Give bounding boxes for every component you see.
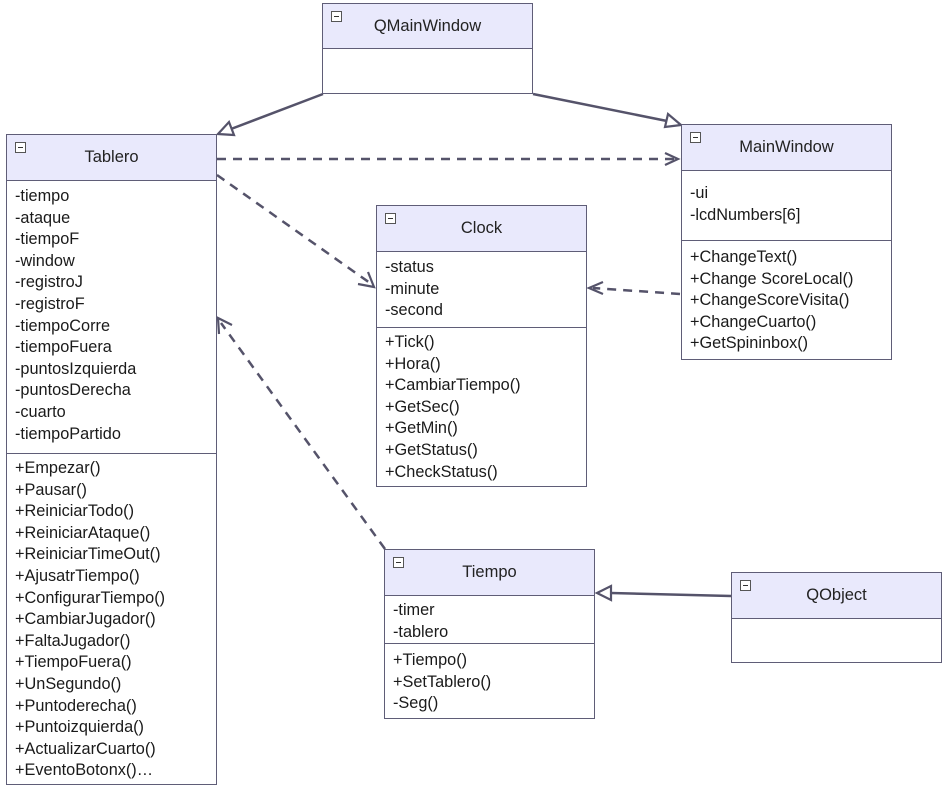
edge-tablero-qmainwindow: [215, 92, 324, 137]
class-tablero[interactable]: Tablero -tiempo -ataque -tiempoF -window…: [6, 134, 217, 785]
class-name: Clock: [460, 219, 503, 237]
method: +ActualizarCuarto(): [15, 739, 156, 758]
class-qmainwindow[interactable]: QMainWindow: [322, 3, 533, 94]
method: +SetTablero(): [393, 672, 492, 691]
method: +CheckStatus(): [385, 462, 498, 481]
clock-attributes: -status -minute -second: [377, 252, 586, 327]
collapse-toggle-icon[interactable]: [15, 142, 26, 153]
class-name: MainWindow: [739, 138, 834, 156]
class-qobject-header: QObject: [732, 573, 941, 619]
attribute: -ataque: [15, 208, 71, 227]
edge-tablero-clock: [216, 173, 376, 289]
method: +EventoBotonx()…: [15, 761, 154, 780]
attribute: -second: [385, 301, 443, 320]
method: +Hora(): [385, 354, 441, 373]
edge-tiempo-tablero: [216, 316, 387, 550]
attribute: -window: [15, 251, 75, 270]
tiempo-attributes: -timer -tablero: [385, 596, 594, 643]
mainwindow-attributes: -ui -lcdNumbers[6]: [682, 171, 891, 240]
method: +ChangeCuarto(): [690, 312, 817, 331]
attribute: -tiempoF: [15, 230, 80, 249]
class-clock[interactable]: Clock -status -minute -second +Tick() +H…: [376, 205, 587, 487]
method: +CambiarTiempo(): [385, 376, 521, 395]
attribute: -tablero: [393, 622, 449, 641]
class-name: QMainWindow: [373, 16, 482, 35]
collapse-toggle-icon[interactable]: [740, 580, 751, 591]
method: +ReiniciarAtaque(): [15, 523, 151, 542]
attribute: -tiempoFuera: [15, 338, 112, 357]
class-tiempo[interactable]: Tiempo -timer -tablero +Tiempo() +SetTab…: [384, 549, 595, 719]
method: +Tiempo(): [393, 651, 468, 669]
class-tablero-header: Tablero: [7, 135, 216, 181]
attribute: -ui: [690, 184, 709, 202]
method: +GetMin(): [385, 419, 458, 438]
attribute: -minute: [385, 279, 440, 298]
method: +Pausar(): [15, 480, 87, 499]
class-mainwindow-header: MainWindow: [682, 125, 891, 171]
attribute: -registroJ: [15, 273, 83, 292]
class-tiempo-header: Tiempo: [385, 550, 594, 596]
tiempo-methods: +Tiempo() +SetTablero() -Seg(): [385, 643, 594, 717]
attribute: -lcdNumbers[6]: [690, 205, 801, 224]
tablero-attributes: -tiempo -ataque -tiempoF -window -regist…: [7, 181, 216, 453]
edge-tiempo-qobject: [594, 584, 732, 602]
attribute: -timer: [393, 601, 435, 619]
attribute: -tiempo: [15, 187, 70, 205]
edge-mainwindow-clock: [586, 280, 681, 296]
tablero-methods: +Empezar() +Pausar() +ReiniciarTodo() +R…: [7, 453, 216, 784]
collapse-toggle-icon[interactable]: [385, 213, 396, 224]
method: +ReiniciarTimeOut(): [15, 545, 161, 564]
method: +GetSpininbox(): [690, 334, 809, 353]
method: +AjusatrTiempo(): [15, 566, 140, 585]
attribute: -cuarto: [15, 402, 66, 421]
class-name: Tiempo: [462, 563, 517, 581]
method: +CambiarJugador(): [15, 610, 156, 629]
method: +Puntoizquierda(): [15, 718, 144, 737]
method: -Seg(): [393, 694, 439, 713]
attribute: -puntosIzquierda: [15, 359, 137, 378]
edge-mainwindow-qmainwindow: [532, 92, 684, 129]
attribute: -registroF: [15, 294, 85, 313]
method: +Empezar(): [15, 459, 101, 477]
class-qmainwindow-header: QMainWindow: [323, 4, 532, 49]
method: +Puntoderecha(): [15, 696, 137, 715]
method: +GetSec(): [385, 397, 460, 416]
method: +UnSegundo(): [15, 674, 122, 693]
method: +Tick(): [385, 333, 435, 351]
attribute: -puntosDerecha: [15, 381, 131, 400]
class-clock-header: Clock: [377, 206, 586, 252]
method: +ReiniciarTodo(): [15, 502, 134, 521]
attribute: -tiempoCorre: [15, 316, 111, 335]
attribute: -tiempoPartido: [15, 424, 121, 443]
class-name: Tablero: [84, 148, 139, 166]
collapse-toggle-icon[interactable]: [393, 557, 404, 568]
attribute: -status: [385, 258, 434, 276]
method: +ChangeScoreVisita(): [690, 291, 850, 310]
class-mainwindow[interactable]: MainWindow -ui -lcdNumbers[6] +ChangeTex…: [681, 124, 892, 360]
collapse-toggle-icon[interactable]: [690, 132, 701, 143]
method: +ChangeText(): [690, 248, 798, 266]
mainwindow-methods: +ChangeText() +Change ScoreLocal() +Chan…: [682, 240, 891, 357]
clock-methods: +Tick() +Hora() +CambiarTiempo() +GetSec…: [377, 327, 586, 485]
edge-tablero-mainwindow: [217, 152, 681, 166]
class-qobject[interactable]: QObject: [731, 572, 942, 663]
method: +FaltaJugador(): [15, 631, 131, 650]
method: +ConfigurarTiempo(): [15, 588, 166, 607]
method: +TiempoFuera(): [15, 653, 132, 672]
class-name: QObject: [806, 586, 867, 604]
collapse-toggle-icon[interactable]: [331, 11, 342, 22]
method: +Change ScoreLocal(): [690, 269, 854, 288]
method: +GetStatus(): [385, 440, 478, 459]
